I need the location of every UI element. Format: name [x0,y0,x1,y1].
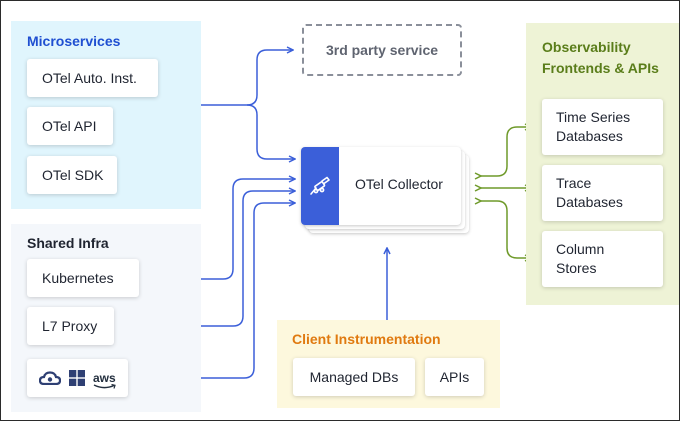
collector-accent-strip [301,147,339,225]
arrow-cloud-to-collector [128,203,295,379]
arrow-l7-proxy-to-collector [115,191,295,327]
client-instrumentation-title: Client Instrumentation [292,331,441,347]
managed-dbs-label: Managed DBs [309,369,399,385]
apis-label: APIs [439,369,470,385]
windows-icon [69,370,85,386]
aws-smile-icon [93,384,116,389]
arrow-kubernetes-to-collector [139,179,295,280]
managed-dbs-box[interactable]: Managed DBs [293,358,415,396]
column-stores-label: Column Stores [556,241,605,276]
trace-databases-box[interactable]: Trace Databases [542,165,663,221]
observability-title: Observability Frontends & APIs [542,39,659,76]
otel-telescope-icon [310,176,330,195]
arrow-microservices-to-collector [246,104,295,159]
apis-box[interactable]: APIs [425,358,484,396]
otel-auto-inst-box[interactable]: OTel Auto. Inst. [27,59,158,97]
kubernetes-label: Kubernetes [42,270,114,286]
third-party-service-label: 3rd party service [325,42,439,58]
arrow-collector-column-stores [481,201,531,258]
arrow-collector-time-series [481,127,531,176]
column-stores-box[interactable]: Column Stores [542,231,663,287]
cloud-icon [39,371,61,385]
time-series-databases-label: Time Series Databases [556,109,631,144]
l7-proxy-label: L7 Proxy [42,318,98,334]
cloud-providers-box[interactable]: aws [27,359,128,397]
arrow-microservices-to-third-party [201,50,293,106]
otel-collector-label: OTel Collector [355,176,443,192]
third-party-service-box[interactable]: 3rd party service [302,24,462,76]
otel-sdk-box[interactable]: OTel SDK [27,156,117,194]
l7-proxy-box[interactable]: L7 Proxy [27,307,114,345]
otel-api-label: OTel API [42,118,97,134]
otel-auto-inst-label: OTel Auto. Inst. [42,70,137,86]
otel-api-box[interactable]: OTel API [27,107,113,145]
microservices-title: Microservices [27,33,121,49]
shared-infra-title: Shared Infra [27,235,109,251]
kubernetes-box[interactable]: Kubernetes [27,259,139,297]
trace-databases-label: Trace Databases [556,175,623,210]
otel-sdk-label: OTel SDK [42,167,104,183]
time-series-databases-box[interactable]: Time Series Databases [542,99,663,155]
aws-logo: aws [93,372,116,389]
